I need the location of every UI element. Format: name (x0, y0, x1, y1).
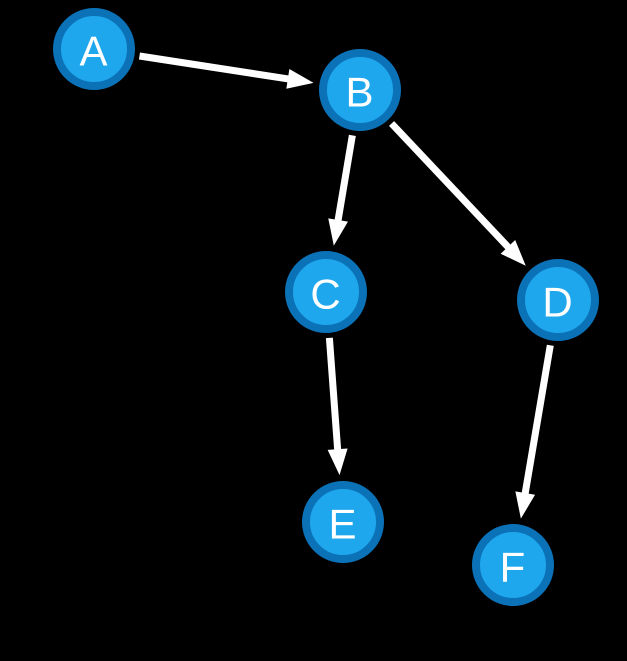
node-circle-C[interactable] (285, 251, 367, 333)
edge-C-E (325, 337, 348, 476)
arrowhead-icon (328, 218, 348, 246)
node-D[interactable]: D (517, 259, 599, 341)
arrowhead-icon (515, 491, 536, 519)
arrowhead-icon (286, 68, 314, 89)
node-label-F: F (500, 544, 527, 591)
node-label-C: C (310, 271, 341, 318)
node-E[interactable]: E (302, 481, 384, 563)
edge-line-B-D (389, 121, 512, 251)
edge-B-C (328, 134, 356, 246)
node-circle-A[interactable] (53, 8, 135, 90)
node-circle-E[interactable] (302, 481, 384, 563)
arrowhead-icon (500, 240, 526, 266)
arrowhead-icon (327, 448, 348, 476)
node-label-D: D (542, 279, 573, 326)
node-circle-F[interactable] (472, 524, 554, 606)
edge-B-D (389, 121, 526, 266)
node-circle-B[interactable] (319, 49, 401, 131)
node-F[interactable]: F (472, 524, 554, 606)
node-C[interactable]: C (285, 251, 367, 333)
node-A[interactable]: A (53, 8, 135, 90)
edge-line-C-E (325, 337, 342, 452)
edge-line-A-B (138, 52, 291, 83)
node-label-E: E (328, 501, 357, 548)
node-label-B: B (345, 69, 374, 116)
edge-line-B-C (334, 134, 356, 223)
nodes-layer: A B C D E F (53, 8, 599, 606)
edge-A-B (138, 52, 314, 89)
edge-line-D-F (521, 344, 554, 496)
edge-D-F (515, 344, 554, 519)
edges-layer (138, 52, 554, 519)
node-B[interactable]: B (319, 49, 401, 131)
node-label-A: A (79, 28, 108, 75)
node-circle-D[interactable] (517, 259, 599, 341)
